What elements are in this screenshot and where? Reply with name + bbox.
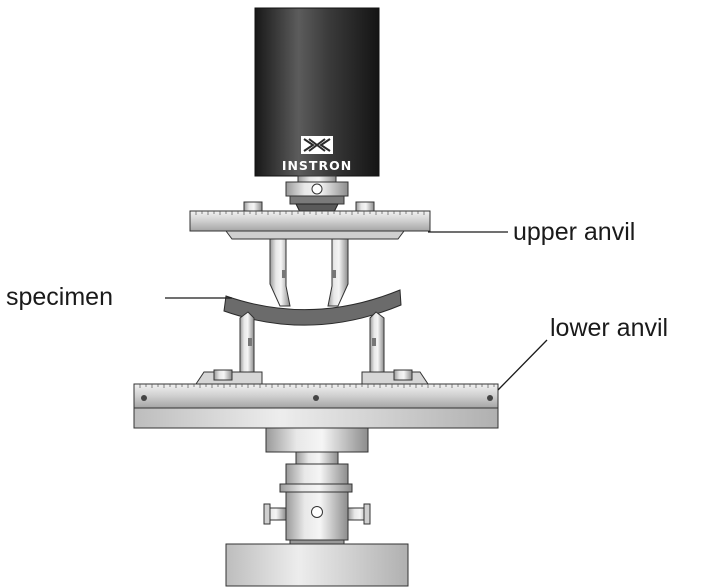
instron-logo-icon	[301, 136, 333, 154]
upper-anvil-label: upper anvil	[513, 218, 635, 246]
upper-coupling	[285, 175, 349, 213]
specimen-label: specimen	[6, 283, 113, 311]
upper-anvil-scale-ticks	[195, 211, 425, 215]
upper-anvil	[189, 201, 431, 307]
specimen-bar	[223, 289, 402, 326]
brand-name: INSTRON	[282, 158, 352, 173]
lower-anvil-leader-line	[497, 339, 548, 391]
load-cell: INSTRON	[254, 7, 380, 177]
lower-anvil-callout: lower anvil	[497, 314, 668, 391]
lower-anvil-label: lower anvil	[550, 314, 668, 342]
lower-anvil-scale-ticks	[139, 384, 495, 388]
upper-anvil-callout: upper anvil	[428, 218, 635, 246]
lower-anvil	[133, 311, 499, 429]
specimen-callout: specimen	[6, 283, 232, 311]
lower-column	[225, 427, 409, 587]
